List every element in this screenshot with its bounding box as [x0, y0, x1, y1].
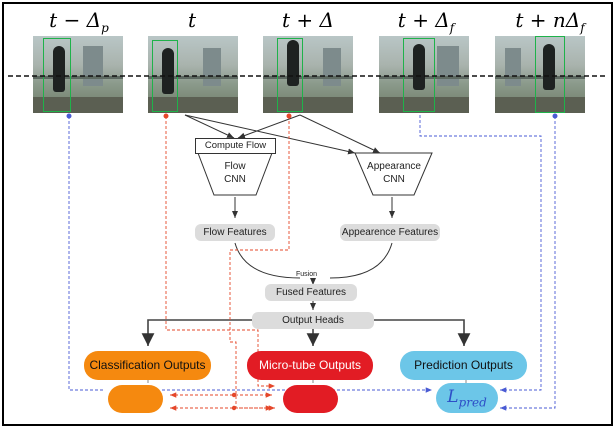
classification-target-blob	[108, 385, 163, 413]
bounding-box	[43, 38, 71, 112]
time-label-t: t	[187, 8, 197, 32]
bounding-box	[535, 36, 565, 113]
time-label-t-plus-delta: t + Δ	[282, 8, 334, 32]
prediction-loss-label: Lpred	[436, 383, 498, 413]
video-frame-4	[379, 36, 469, 113]
microtube-outputs: Micro-tube Outputs	[247, 351, 373, 380]
compute-flow-box: Compute Flow	[195, 138, 276, 154]
video-frame-2	[148, 36, 238, 113]
runner-figure	[413, 44, 425, 90]
appearance-features-box: Appearence Features	[340, 224, 440, 241]
bounding-box	[277, 38, 303, 112]
fused-features-box: Fused Features	[265, 284, 357, 301]
runner-figure	[53, 46, 65, 92]
video-frame-5	[495, 36, 585, 113]
bounding-box	[403, 38, 435, 112]
prediction-outputs: Prediction Outputs	[400, 351, 527, 380]
microtube-target-blob	[283, 385, 338, 413]
runner-figure	[543, 44, 555, 90]
time-label-t-plus-n-delta-f: t + nΔf	[515, 8, 585, 35]
runner-figure	[162, 48, 174, 94]
video-frame-3	[263, 36, 353, 113]
flow-features-box: Flow Features	[195, 224, 275, 241]
output-heads-box: Output Heads	[252, 312, 374, 329]
appearance-cnn-trapezoid	[354, 152, 433, 196]
classification-outputs: Classification Outputs	[84, 351, 211, 380]
time-label-t-plus-delta-f: t + Δf	[397, 8, 455, 35]
fusion-label: Fusion	[296, 271, 318, 278]
runner-figure	[287, 40, 299, 86]
time-label-t-minus-delta-p: t − Δp	[49, 8, 109, 35]
